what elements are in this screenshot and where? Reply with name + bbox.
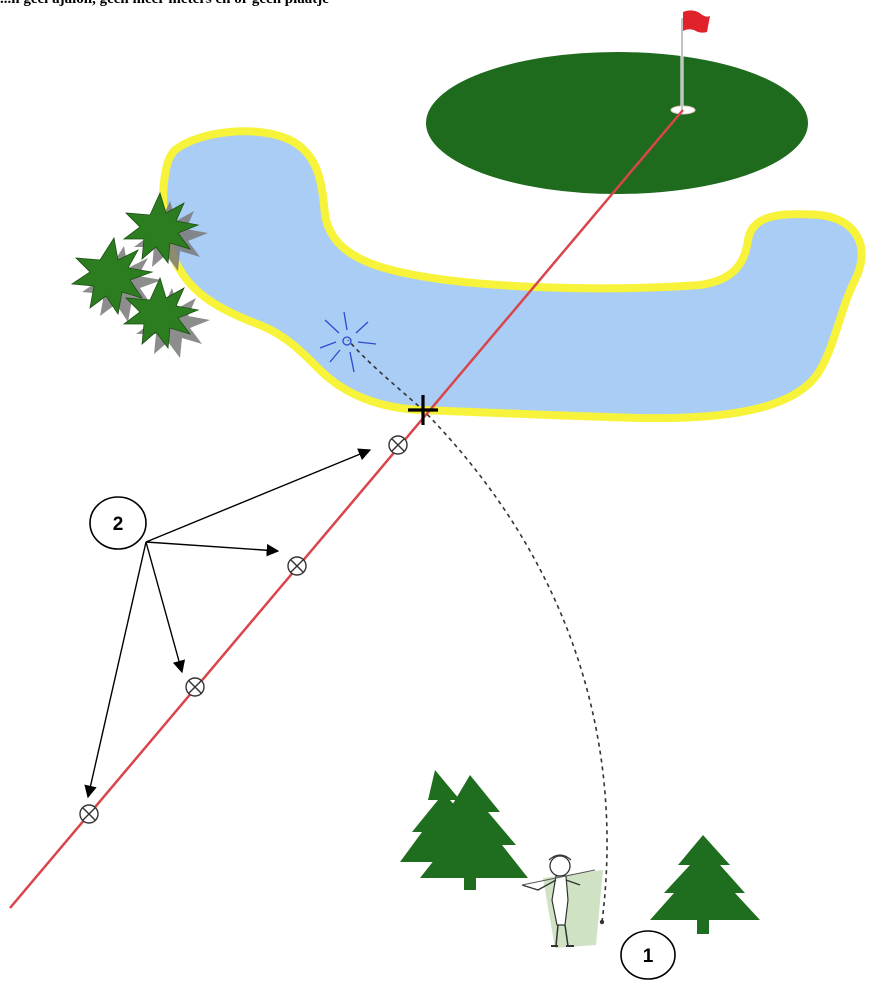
drop-point	[80, 805, 98, 823]
drop-point	[186, 678, 204, 696]
drop-point	[288, 557, 306, 575]
marker-2-label: 2	[113, 514, 124, 535]
marker-1: 1	[621, 931, 675, 979]
marker-2: 2	[90, 497, 146, 549]
golfer-icon	[522, 855, 603, 948]
marker-1-label: 1	[643, 946, 654, 967]
drop-point	[389, 436, 407, 454]
putting-green	[425, 51, 809, 195]
tee-ball	[600, 920, 604, 924]
